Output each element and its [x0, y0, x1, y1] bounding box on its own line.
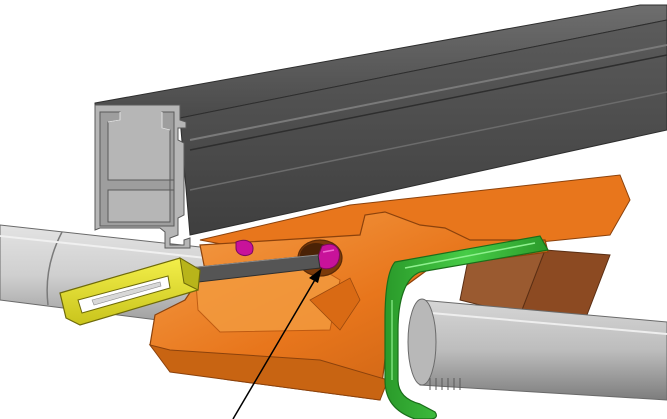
hex-key-tool-icon: [59, 254, 321, 326]
pointer-arrow-icon: [232, 268, 322, 419]
strut-rail: [94, 4, 667, 249]
screw-icon: [235, 239, 340, 270]
round-tube-right: [407, 298, 667, 401]
green-clip: [384, 235, 549, 419]
clamp-side-panel: [459, 249, 611, 321]
